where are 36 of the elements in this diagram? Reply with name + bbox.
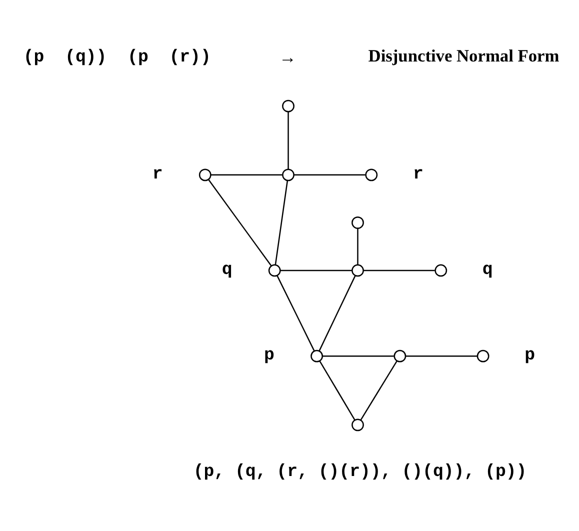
node-circle (282, 100, 294, 112)
label: Disjunctive Normal Form (368, 46, 560, 66)
connector (210, 174, 282, 176)
node-circle (352, 418, 364, 432)
label: → (278, 48, 296, 67)
connector (364, 270, 435, 272)
connector (319, 360, 356, 420)
connector (208, 179, 272, 266)
label: (p, (q, (r, ()(r)), ()(q)), (p)) (193, 463, 527, 482)
connector (288, 112, 289, 170)
node-label: q (222, 260, 232, 280)
connector (274, 180, 288, 265)
connector (357, 228, 358, 264)
node-circle (365, 168, 378, 182)
connector (322, 355, 394, 357)
node-label: p (524, 346, 536, 366)
label: (p (q)) (p (r)) (23, 48, 211, 68)
node-circle (352, 216, 364, 229)
node-label: q (482, 260, 493, 280)
connector (360, 360, 398, 420)
connector (294, 174, 366, 176)
node-circle (394, 350, 406, 362)
node-label: r (412, 165, 424, 184)
connector (406, 355, 478, 357)
node-circle (282, 168, 294, 182)
node-circle (268, 264, 281, 277)
connector (280, 270, 352, 272)
node-label: p (264, 346, 274, 366)
node-circle (198, 168, 212, 182)
node-circle (310, 350, 323, 362)
connector (318, 275, 356, 351)
node-circle (352, 264, 364, 277)
connector (276, 275, 315, 351)
node-circle (476, 350, 490, 362)
node-label: r (152, 165, 163, 184)
node-circle (434, 264, 448, 277)
